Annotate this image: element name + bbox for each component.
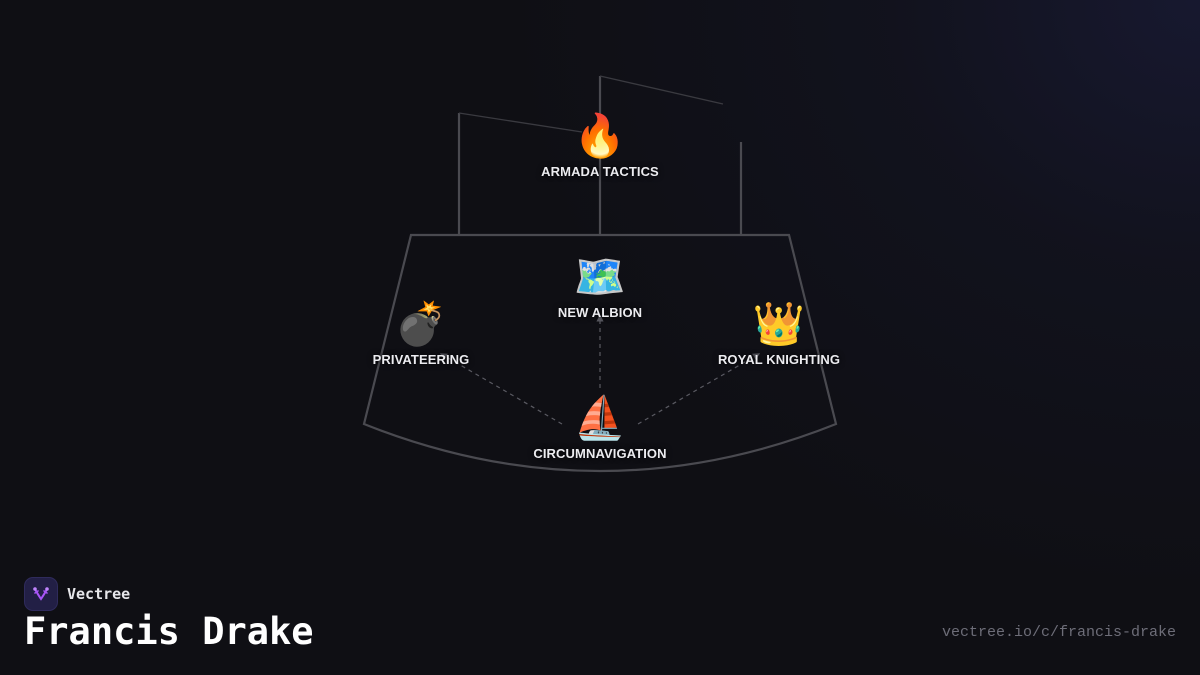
world-map-icon: 🗺️ bbox=[573, 252, 627, 301]
node-label: CIRCUMNAVIGATION bbox=[533, 446, 667, 461]
node-label: ROYAL KNIGHTING bbox=[717, 352, 841, 367]
brand-name: Vectree bbox=[67, 585, 131, 603]
node-new-albion[interactable]: 🗺️ NEW ALBION bbox=[557, 252, 643, 321]
node-armada-tactics[interactable]: 🔥 ARMADA TACTICS bbox=[541, 111, 659, 180]
crown-icon: 👑 bbox=[752, 299, 806, 348]
tree-edges bbox=[439, 314, 761, 425]
edge-circumnavigation-privateering bbox=[439, 353, 563, 425]
node-royal-knighting[interactable]: 👑 ROYAL KNIGHTING bbox=[717, 299, 841, 368]
fire-icon: 🔥 bbox=[573, 111, 627, 160]
vectree-logo-icon bbox=[24, 577, 58, 611]
page-title: Francis Drake bbox=[24, 610, 314, 653]
tree-frame bbox=[362, 76, 838, 473]
node-label: NEW ALBION bbox=[557, 305, 643, 320]
node-label: PRIVATEERING bbox=[372, 352, 470, 367]
node-privateering[interactable]: 💣 PRIVATEERING bbox=[372, 299, 470, 368]
brand: Vectree bbox=[24, 577, 130, 611]
node-circumnavigation[interactable]: ⛵ CIRCUMNAVIGATION bbox=[533, 393, 667, 462]
page-url-link[interactable]: vectree.io/c/francis-drake bbox=[941, 624, 1176, 641]
sailboat-icon: ⛵ bbox=[573, 393, 627, 442]
tree-branches bbox=[458, 75, 724, 133]
node-label: ARMADA TACTICS bbox=[541, 164, 659, 179]
bomb-icon: 💣 bbox=[394, 299, 448, 348]
edge-circumnavigation-royal-knighting bbox=[637, 353, 761, 425]
